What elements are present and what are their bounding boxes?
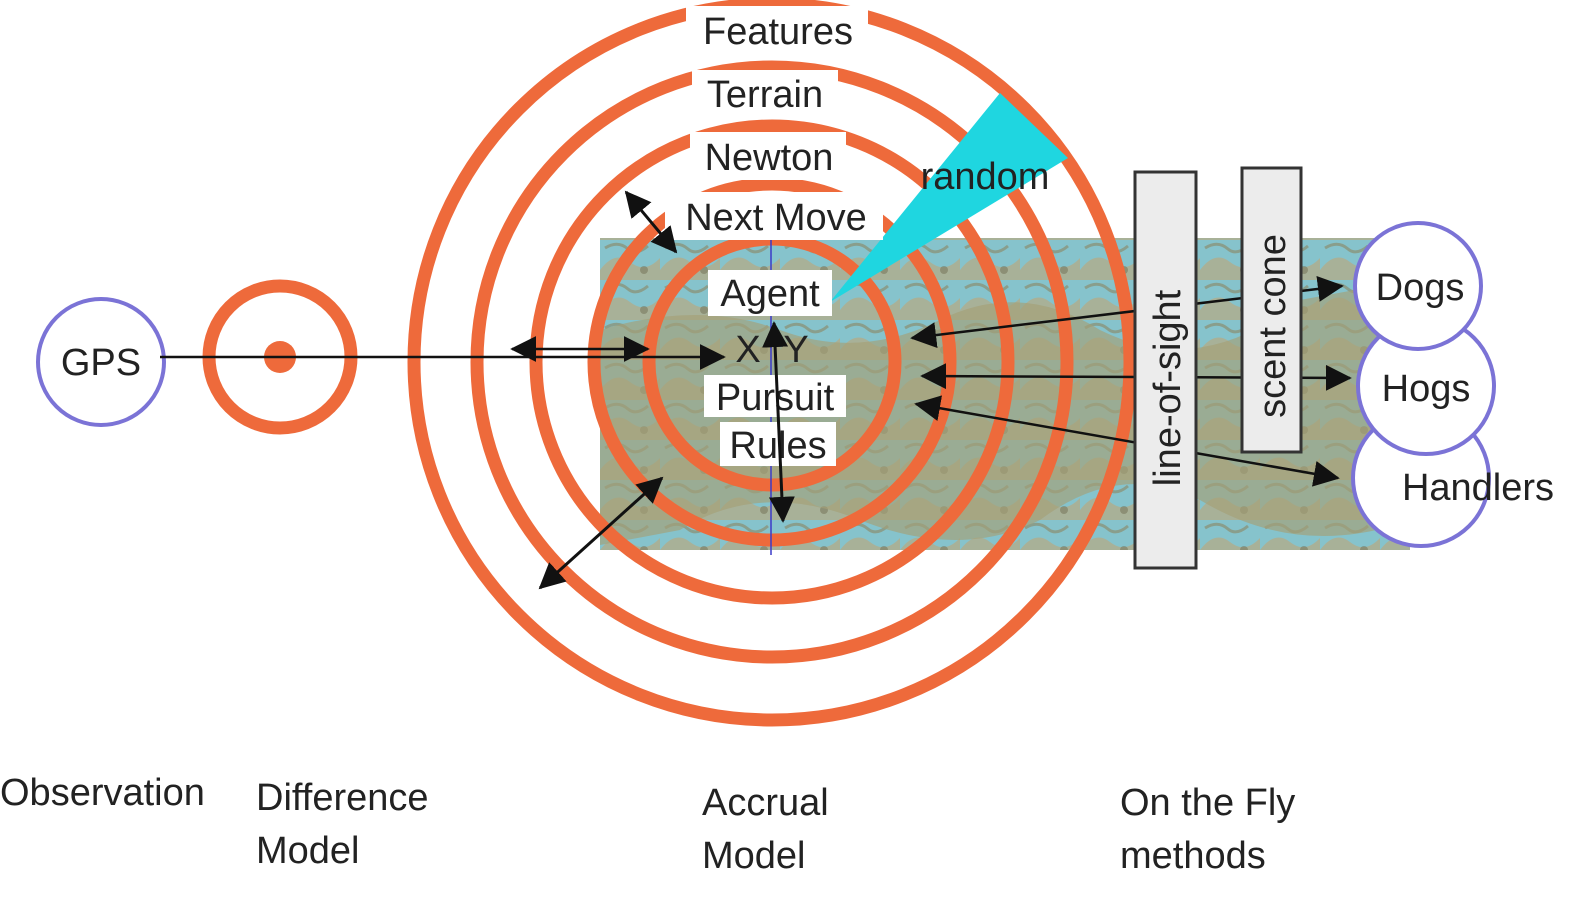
ring-next-move [587, 177, 957, 547]
label-line-of-sight: line-of-sight [1147, 289, 1189, 486]
caption-difference-line2: Model [256, 830, 360, 872]
label-pursuit: Pursuit [716, 377, 835, 419]
label-features: Features [703, 11, 853, 53]
label-handlers: Handlers [1402, 467, 1554, 509]
next-move-radial-arrow [624, 190, 678, 254]
scent-cone-panel [1240, 166, 1303, 454]
handlers-arrow [914, 395, 1340, 487]
label-x: X [735, 329, 760, 371]
label-dogs: Dogs [1376, 267, 1465, 309]
caption-observation: Observation [0, 772, 205, 814]
ring-terrain [470, 60, 1074, 664]
label-next-move: Next Move [685, 197, 867, 239]
caption-accrual-line1: Accrual [702, 782, 829, 824]
caption-on-the-fly-line1: On the Fly [1120, 782, 1295, 824]
ring-newton [529, 119, 1015, 605]
gps-circle [36, 297, 166, 427]
y-axis-arrow [762, 321, 795, 523]
label-terrain: Terrain [707, 74, 823, 116]
ring-features [407, 0, 1137, 727]
dogs-circle [1353, 221, 1483, 351]
label-y: Y [783, 329, 808, 371]
caption-difference-line1: Difference [256, 777, 429, 819]
line-of-sight-panel [1133, 170, 1198, 570]
label-agent: Agent [720, 273, 820, 315]
label-random: random [921, 156, 1050, 198]
random-wedge [830, 93, 1068, 302]
caption-accrual-line2: Model [702, 835, 806, 877]
label-gps: GPS [61, 342, 141, 384]
label-hogs: Hogs [1382, 368, 1471, 410]
label-scent-cone: scent cone [1252, 234, 1294, 418]
lower-radial-arrow [538, 476, 664, 590]
caption-on-the-fly-line2: methods [1120, 835, 1266, 877]
label-newton: Newton [705, 137, 834, 179]
